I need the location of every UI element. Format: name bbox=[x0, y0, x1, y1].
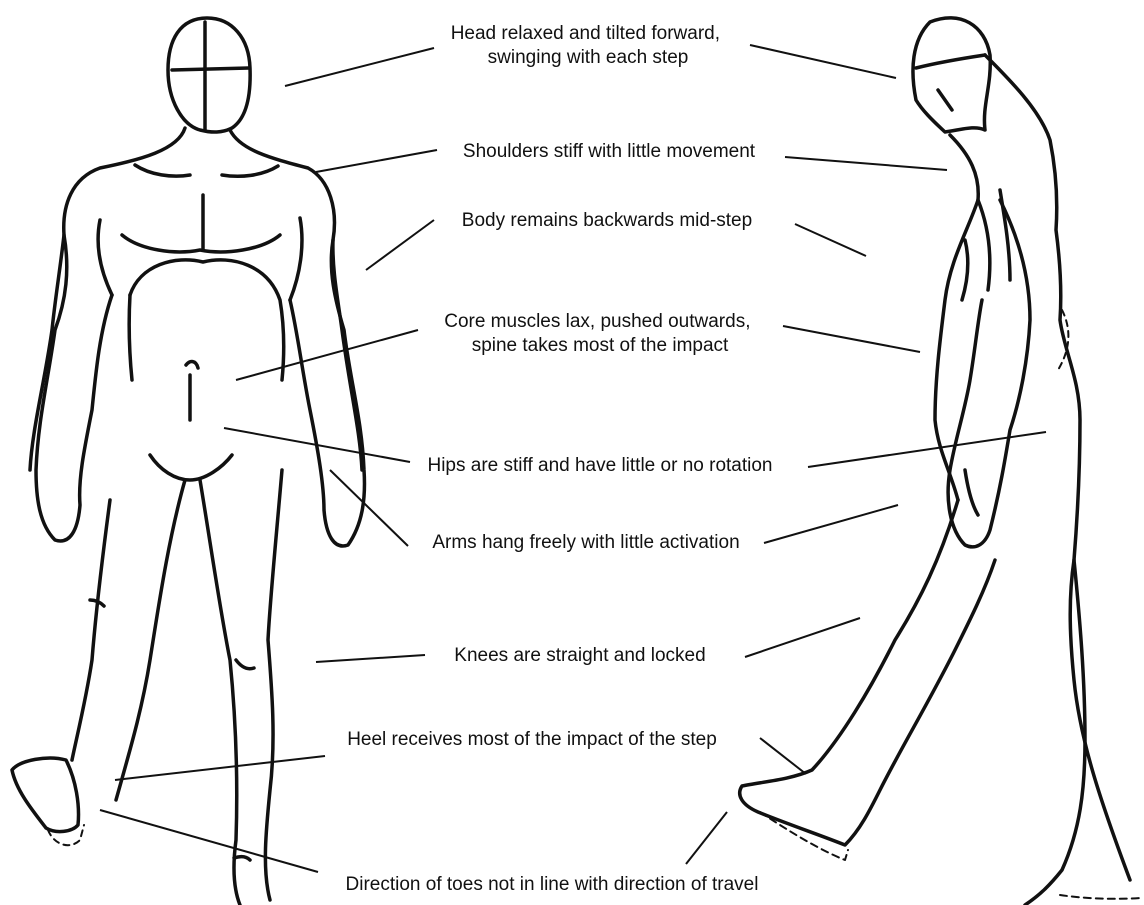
leader-body-right bbox=[795, 224, 866, 256]
leader-core-left bbox=[236, 330, 418, 380]
front-head-guide-horizontal bbox=[172, 68, 249, 70]
label-head-line-1: Head relaxed and tilted forward, bbox=[451, 23, 720, 44]
front-head bbox=[168, 18, 250, 132]
leader-body-left bbox=[366, 220, 434, 270]
leader-shoulders-right bbox=[785, 157, 947, 170]
side-back-leg bbox=[740, 500, 995, 845]
front-abdomen bbox=[130, 260, 284, 380]
leader-knees-left bbox=[316, 655, 425, 662]
leader-hips-right bbox=[808, 432, 1046, 467]
label-knees: Knees are straight and locked bbox=[454, 645, 705, 666]
leader-core-right bbox=[783, 326, 920, 352]
label-hips: Hips are stiff and have little or no rot… bbox=[427, 455, 772, 476]
side-head bbox=[913, 18, 990, 132]
front-left-foot bbox=[12, 758, 79, 832]
front-chest bbox=[135, 165, 190, 176]
front-right-leg bbox=[200, 480, 240, 905]
label-heel: Heel receives most of the impact of the … bbox=[347, 729, 717, 750]
label-hips-line-1: Hips are stiff and have little or no rot… bbox=[427, 455, 772, 476]
label-arms-line-1: Arms hang freely with little activation bbox=[432, 532, 739, 553]
front-torso-outline bbox=[30, 128, 185, 470]
label-knees-line-1: Knees are straight and locked bbox=[454, 645, 705, 666]
label-body: Body remains backwards mid-step bbox=[462, 210, 752, 231]
leader-head-left bbox=[285, 48, 434, 86]
side-head-guide bbox=[916, 55, 985, 68]
label-shoulders: Shoulders stiff with little movement bbox=[463, 141, 756, 162]
front-left-leg bbox=[72, 500, 110, 760]
label-toes-line-1: Direction of toes not in line with direc… bbox=[346, 874, 759, 895]
front-right-arm bbox=[290, 240, 364, 546]
leader-arms-left bbox=[330, 470, 408, 546]
label-toes: Direction of toes not in line with direc… bbox=[346, 874, 759, 895]
side-figure bbox=[740, 18, 1140, 905]
label-heel-line-1: Heel receives most of the impact of the … bbox=[347, 729, 717, 750]
labels: Head relaxed and tilted forward, swingin… bbox=[346, 23, 773, 895]
front-pelvis bbox=[150, 455, 232, 480]
front-left-arm bbox=[36, 235, 112, 541]
label-core: Core muscles lax, pushed outwards, spine… bbox=[444, 311, 756, 356]
label-body-line-1: Body remains backwards mid-step bbox=[462, 210, 752, 231]
leader-heel-left bbox=[115, 756, 325, 780]
label-head: Head relaxed and tilted forward, swingin… bbox=[451, 23, 726, 68]
label-core-line-2: spine takes most of the impact bbox=[472, 335, 729, 356]
leader-head-right bbox=[750, 45, 896, 78]
label-core-line-1: Core muscles lax, pushed outwards, bbox=[444, 311, 750, 332]
leader-heel-right bbox=[760, 738, 806, 774]
label-head-line-2: swinging with each step bbox=[488, 47, 689, 68]
side-front-leg bbox=[1025, 560, 1085, 905]
leader-toes-left bbox=[100, 810, 318, 872]
label-shoulders-line-1: Shoulders stiff with little movement bbox=[463, 141, 756, 162]
side-back bbox=[985, 55, 1130, 880]
leader-shoulders-left bbox=[316, 150, 437, 172]
leader-arms-right bbox=[764, 505, 898, 543]
leader-knees-right bbox=[745, 618, 860, 657]
leader-toes-right bbox=[686, 812, 727, 864]
label-arms: Arms hang freely with little activation bbox=[432, 532, 739, 553]
